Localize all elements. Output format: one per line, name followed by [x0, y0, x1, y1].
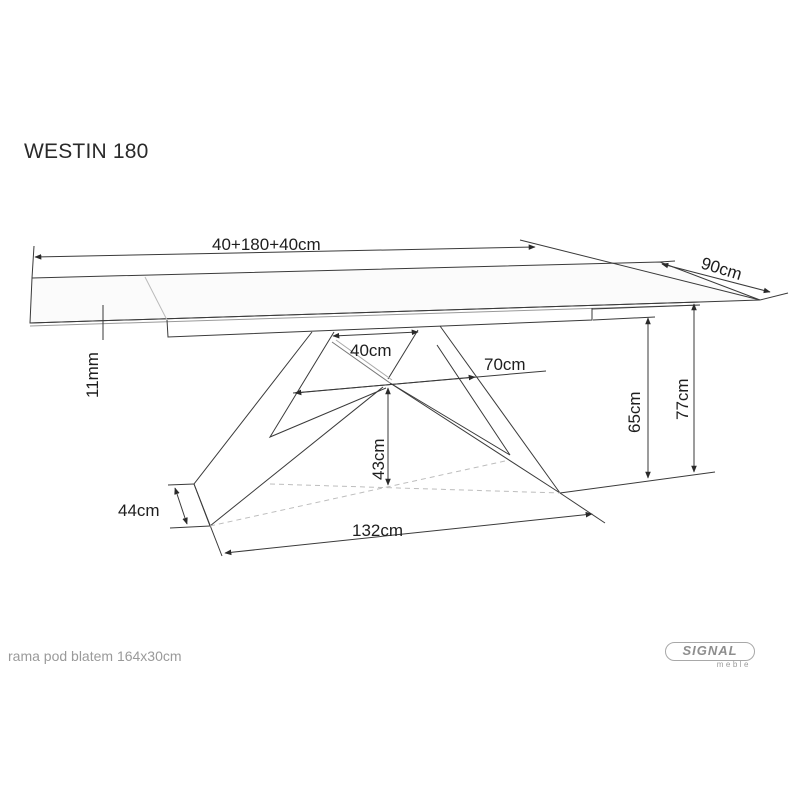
- dim-leg-span-top: 70cm: [484, 355, 526, 374]
- dim-foot-depth: 44cm: [118, 501, 160, 520]
- dim-foot-span: 132cm: [352, 521, 403, 540]
- dimension-lines: [31, 239, 789, 556]
- dim-total-height: 77cm: [673, 378, 692, 420]
- logo-frame: [665, 642, 755, 661]
- dim-frame-height: 65cm: [625, 391, 644, 433]
- footprint-dashed: [209, 460, 561, 527]
- dim-leg-top-width: 40cm: [350, 341, 392, 360]
- frame-size-note: rama pod blatem 164x30cm: [8, 648, 182, 664]
- table-top: [29, 261, 761, 338]
- dim-length: 40+180+40cm: [212, 235, 321, 254]
- dim-top-thickness: 11mm: [83, 352, 102, 398]
- brand-subtitle: meble: [716, 660, 751, 669]
- brand-logo: SIGNAL meble: [665, 642, 755, 670]
- product-title: WESTIN 180: [24, 140, 149, 163]
- brand-name: SIGNAL: [682, 643, 738, 658]
- dim-cross-height: 43cm: [369, 438, 388, 480]
